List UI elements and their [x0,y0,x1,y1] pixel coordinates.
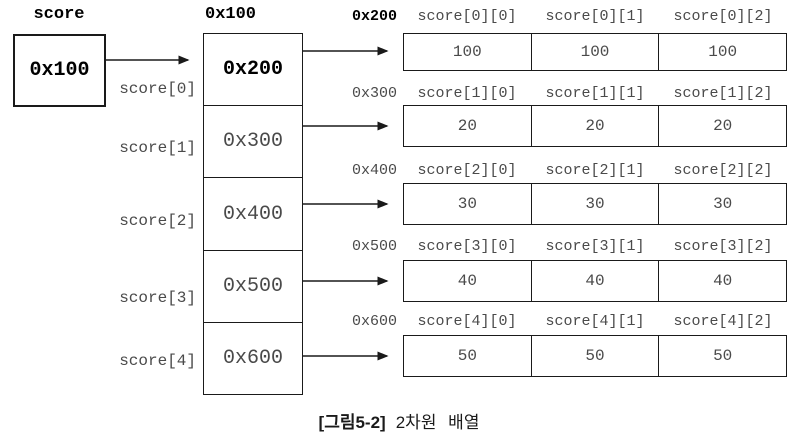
matrix-row-0-table: 100 100 100 [403,33,787,71]
matrix-cell-3-1: 40 [530,261,659,301]
matrix-cell-2-2-value: 30 [713,195,733,213]
matrix-cell-1-2: 20 [658,106,786,146]
figure-caption-tag: [그림5-2] [318,413,386,432]
figure-caption: [그림5-2] 2차원 배열 [0,408,798,433]
matrix-row-1-table: 20 20 20 [403,105,787,147]
pointer-array-cell-2-value: 0x400 [222,202,283,226]
matrix-row-1-label-1: score[1][1] [545,85,645,102]
matrix-row-1-label-0: score[1][0] [417,85,517,102]
matrix-cell-2-0: 30 [404,184,531,224]
matrix-row-4-address: 0x600 [351,313,397,330]
matrix-row-4-label-2: score[4][2] [673,313,773,330]
pointer-array-cell-3-value: 0x500 [222,274,283,298]
matrix-cell-1-0-value: 20 [457,117,477,135]
pointer-array-cell-2: 0x400 [204,177,302,249]
row-label-score1: score[1] [119,139,196,157]
matrix-cell-4-1-value: 50 [585,347,605,365]
matrix-cell-0-0-value: 100 [452,43,482,61]
matrix-row-2-label-1: score[2][1] [545,162,645,179]
pointer-array-cell-4-value: 0x600 [222,346,283,370]
matrix-cell-3-0: 40 [404,261,531,301]
pointer-array-address-header: 0x100 [205,5,257,24]
pointer-box: 0x100 [13,34,106,107]
row-label-score0: score[0] [119,80,196,98]
row-label-score3: score[3] [119,289,196,307]
matrix-row-4-table: 50 50 50 [403,335,787,377]
matrix-row-3-label-2: score[3][2] [673,238,773,255]
matrix-cell-2-0-value: 30 [457,195,477,213]
matrix-cell-4-1: 50 [530,336,659,376]
figure-caption-title: 2차원 배열 [395,413,480,432]
matrix-row-3-table: 40 40 40 [403,260,787,302]
pointer-array-cell-4: 0x600 [204,321,302,394]
matrix-row-3-label-1: score[3][1] [545,238,645,255]
matrix-row-2-label-2: score[2][2] [673,162,773,179]
matrix-cell-3-0-value: 40 [457,272,477,290]
matrix-row-0-address: 0x200 [351,8,397,25]
matrix-cell-0-2-value: 100 [708,43,738,61]
pointer-var-name: score [33,5,85,24]
matrix-cell-3-2: 40 [658,261,786,301]
pointer-box-value: 0x100 [29,59,90,82]
matrix-cell-0-1: 100 [530,34,659,70]
matrix-cell-3-2-value: 40 [713,272,733,290]
pointer-array-column: 0x200 0x300 0x400 0x500 0x600 [203,33,303,395]
matrix-row-0-label-1: score[0][1] [545,8,645,25]
matrix-row-3-address: 0x500 [351,238,397,255]
matrix-row-2-table: 30 30 30 [403,183,787,225]
matrix-cell-1-0: 20 [404,106,531,146]
matrix-cell-0-0: 100 [404,34,531,70]
matrix-cell-3-1-value: 40 [585,272,605,290]
pointer-array-cell-0: 0x200 [204,34,302,105]
matrix-cell-4-2: 50 [658,336,786,376]
pointer-array-cell-1: 0x300 [204,105,302,177]
matrix-row-4-label-0: score[4][0] [417,313,517,330]
matrix-cell-2-1: 30 [530,184,659,224]
matrix-cell-4-0: 50 [404,336,531,376]
matrix-row-0-label-2: score[0][2] [673,8,773,25]
matrix-cell-1-2-value: 20 [713,117,733,135]
row-label-score2: score[2] [119,212,196,230]
matrix-cell-1-1-value: 20 [585,117,605,135]
matrix-row-3-label-0: score[3][0] [417,238,517,255]
matrix-cell-0-1-value: 100 [580,43,610,61]
pointer-array-cell-0-value: 0x200 [222,58,283,82]
matrix-row-0-label-0: score[0][0] [417,8,517,25]
matrix-cell-2-1-value: 30 [585,195,605,213]
matrix-cell-2-2: 30 [658,184,786,224]
matrix-row-1-label-2: score[1][2] [673,85,773,102]
row-label-score4: score[4] [119,352,196,370]
matrix-cell-4-0-value: 50 [457,347,477,365]
matrix-row-2-label-0: score[2][0] [417,162,517,179]
matrix-row-2-address: 0x400 [351,162,397,179]
matrix-cell-4-2-value: 50 [713,347,733,365]
matrix-cell-0-2: 100 [658,34,786,70]
pointer-array-cell-3: 0x500 [204,249,302,322]
matrix-row-1-address: 0x300 [351,85,397,102]
matrix-row-4-label-1: score[4][1] [545,313,645,330]
matrix-cell-1-1: 20 [530,106,659,146]
pointer-array-cell-1-value: 0x300 [222,130,283,154]
